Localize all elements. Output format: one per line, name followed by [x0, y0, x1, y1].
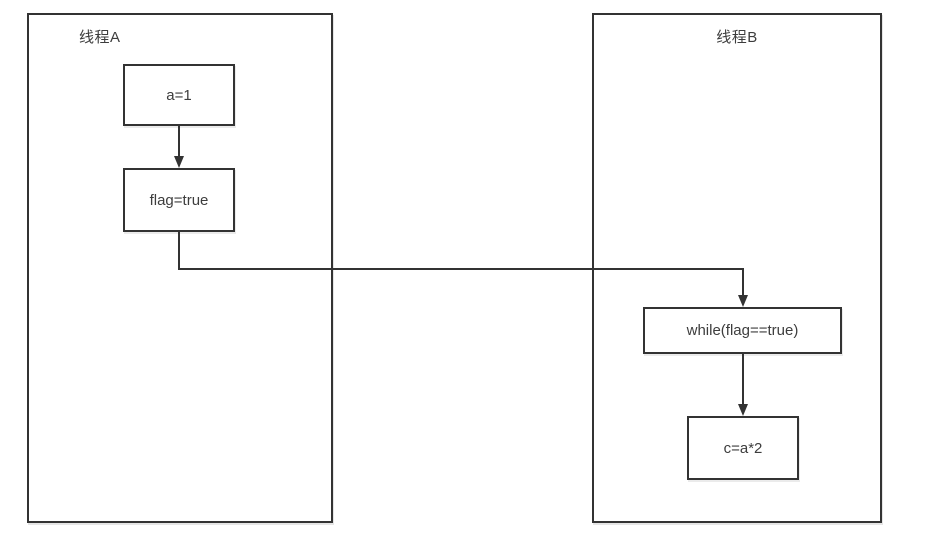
thread-b-label: 线程B: [716, 29, 758, 46]
node-while-check-label: while(flag==true): [686, 322, 799, 339]
node-flag-assign-label: flag=true: [149, 191, 209, 209]
node-c-assign: c=a*2: [687, 416, 799, 480]
node-while-check: while(flag==true): [643, 307, 842, 354]
thread-a-label: 线程A: [79, 29, 121, 46]
node-a-assign: a=1: [123, 64, 235, 126]
node-flag-assign: flag=true: [123, 168, 235, 232]
node-c-assign-label: c=a*2: [723, 439, 763, 457]
node-a-assign-label: a=1: [166, 86, 192, 104]
